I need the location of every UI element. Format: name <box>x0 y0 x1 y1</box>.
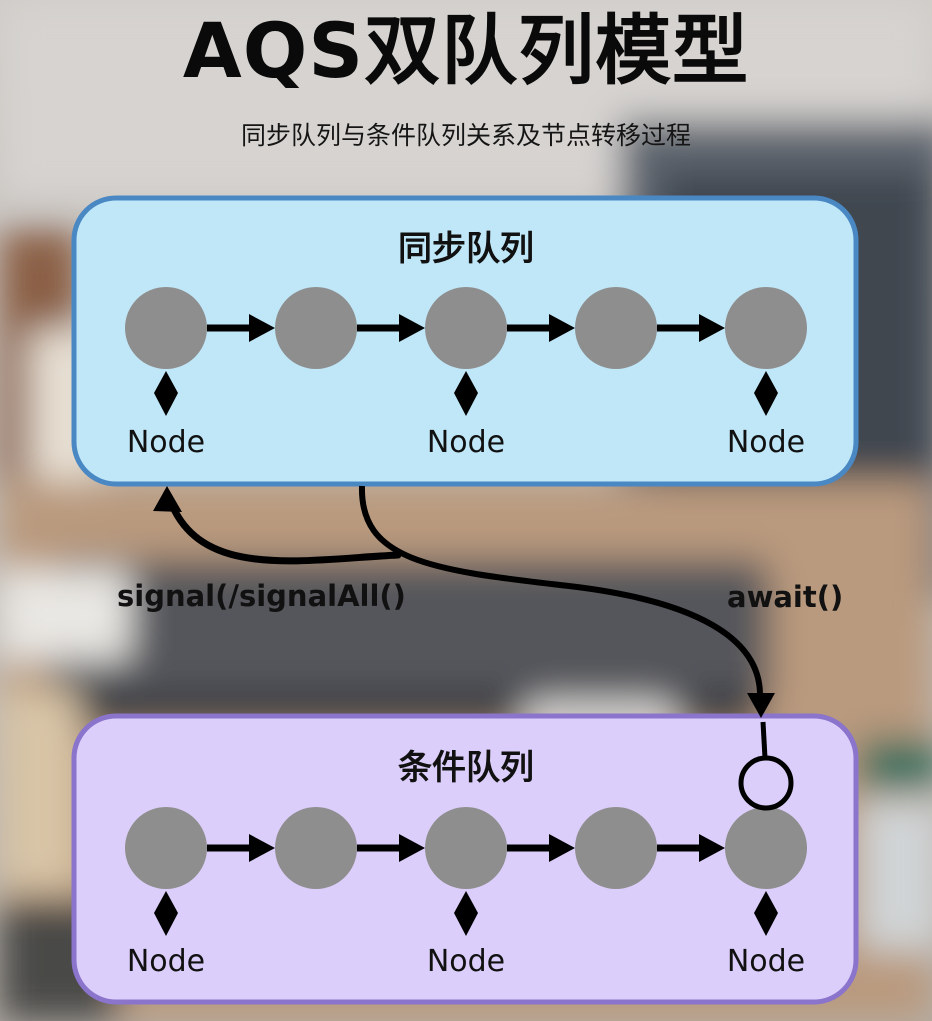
condition-diamond-connector-2 <box>454 891 478 936</box>
condition-queue: 条件队列 Node Node Node <box>71 713 859 1005</box>
condition-link-arrowhead-2 <box>549 834 575 862</box>
sync-node-2 <box>425 287 507 369</box>
sync-node-3 <box>575 287 657 369</box>
condition-diamond-connector-4 <box>754 891 778 936</box>
sync-diamond-connector-4 <box>754 371 778 416</box>
await-marker-circle <box>738 755 794 811</box>
await-label: await() <box>727 580 843 614</box>
signal-arrowhead <box>153 486 182 512</box>
signal-label: signal(/signalAll() <box>117 579 406 613</box>
signal-transition: signal(/signalAll() <box>117 486 406 613</box>
sync-node-4 <box>725 287 807 369</box>
condition-node-2 <box>425 807 507 889</box>
sync-link-arrowhead-2 <box>549 314 575 342</box>
sync-link-arrowhead-3 <box>699 314 725 342</box>
await-marker-stem <box>760 721 768 759</box>
condition-link-arrowhead-1 <box>399 834 425 862</box>
condition-queue-nodes <box>125 807 807 936</box>
await-arrow <box>358 485 763 696</box>
condition-node-label-4: Node <box>727 944 805 979</box>
page-subtitle: 同步队列与条件队列关系及节点转移过程 <box>240 121 691 150</box>
sync-queue: 同步队列 Node Node Node <box>71 195 859 487</box>
sync-diamond-connector-2 <box>454 371 478 416</box>
sync-diamond-connector-0 <box>154 371 178 416</box>
sync-node-label-2: Node <box>427 425 505 460</box>
condition-diamond-connector-0 <box>154 891 178 936</box>
sync-queue-nodes <box>125 287 807 416</box>
condition-link-arrowhead-0 <box>249 834 275 862</box>
sync-node-label-4: Node <box>727 425 805 460</box>
sync-link-arrowhead-0 <box>249 314 275 342</box>
sync-node-label-0: Node <box>127 425 205 460</box>
condition-node-3 <box>575 807 657 889</box>
await-arrowhead <box>747 693 775 718</box>
condition-queue-title: 条件队列 <box>398 748 534 788</box>
sync-queue-title: 同步队列 <box>398 229 534 269</box>
condition-node-label-0: Node <box>127 944 205 979</box>
signal-arrow <box>166 496 402 565</box>
sync-link-arrowhead-1 <box>399 314 425 342</box>
await-transition: await() <box>358 485 843 718</box>
condition-node-label-2: Node <box>427 944 505 979</box>
sync-node-0 <box>125 287 207 369</box>
condition-link-arrowhead-3 <box>699 834 725 862</box>
condition-node-0 <box>125 807 207 889</box>
sync-node-1 <box>275 287 357 369</box>
page-title: AQS双队列模型 <box>182 6 750 95</box>
condition-node-4 <box>725 807 807 889</box>
condition-node-1 <box>275 807 357 889</box>
